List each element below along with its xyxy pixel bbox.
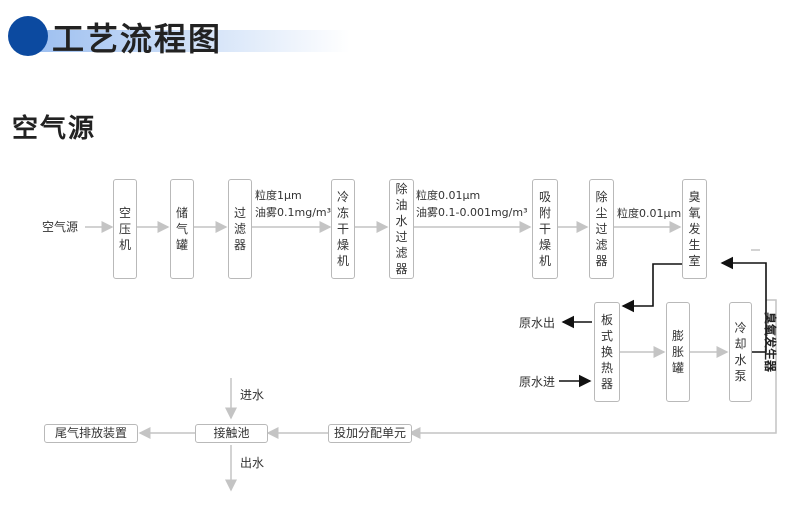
ozone-generator-note: 臭氧发生器 <box>763 312 777 373</box>
dosing-unit-box: 投加分配单元 <box>328 424 412 443</box>
oil-filter-spec-1: 粒度0.01μm <box>416 189 481 202</box>
filter-label: 过滤器 <box>233 206 246 252</box>
tank-label: 储气罐 <box>175 206 188 252</box>
exhaust-device-box: 尾气排放装置 <box>44 424 138 443</box>
compressor-box: 空压机 <box>113 179 137 279</box>
compressor-label: 空压机 <box>118 206 131 252</box>
cold-dryer-box: 冷冻干燥机 <box>331 179 355 279</box>
inlet-water-label: 进水 <box>240 388 265 402</box>
ozone-generator-box: 臭氧发生室 <box>682 179 707 279</box>
filter-spec-2: 油雾0.1mg/m³ <box>255 206 332 219</box>
page-title: 工艺流程图 <box>52 20 223 58</box>
arrow-pump-ozone <box>720 256 767 353</box>
header-band <box>30 30 350 52</box>
expansion-tank-label: 膨胀罐 <box>671 329 684 375</box>
outlet-water-label: 出水 <box>240 456 265 470</box>
ozone-generator-label: 臭氧发生室 <box>688 190 701 268</box>
adsorption-dryer-box: 吸附干燥机 <box>532 179 558 279</box>
oil-filter-label: 除油水过滤器 <box>395 182 408 276</box>
cold-dryer-label: 冷冻干燥机 <box>336 190 349 268</box>
plate-exchanger-box: 板式换热器 <box>594 302 620 402</box>
contact-tank-box: 接触池 <box>195 424 268 443</box>
expansion-tank-box: 膨胀罐 <box>666 302 690 402</box>
filter-spec-1: 粒度1μm <box>255 189 302 202</box>
water-out-label: 原水出 <box>519 316 556 330</box>
contact-tank-label: 接触池 <box>213 426 250 440</box>
water-in-label: 原水进 <box>519 375 556 389</box>
arrow-ozone-dosing <box>408 299 777 439</box>
oil-filter-box: 除油水过滤器 <box>389 179 414 279</box>
plate-exchanger-label: 板式换热器 <box>600 313 613 391</box>
page-header: 工艺流程图 <box>0 0 800 74</box>
exhaust-device-label: 尾气排放装置 <box>54 426 127 440</box>
adsorption-dryer-label: 吸附干燥机 <box>538 190 551 268</box>
dosing-unit-label: 投加分配单元 <box>333 426 406 440</box>
filter-box: 过滤器 <box>228 179 252 279</box>
section-title: 空气源 <box>12 114 97 144</box>
air-source-label: 空气源 <box>42 220 79 234</box>
arrow-ozone-exchanger <box>621 263 683 313</box>
dust-filter-label: 除尘过滤器 <box>595 190 608 268</box>
dust-filter-box: 除尘过滤器 <box>589 179 614 279</box>
header-dot <box>8 16 48 56</box>
cooling-pump-label: 冷却水泵 <box>734 321 747 383</box>
tank-box: 储气罐 <box>170 179 194 279</box>
cooling-pump-box: 冷却水泵 <box>729 302 752 402</box>
dust-filter-spec: 粒度0.01μm <box>617 207 682 220</box>
oil-filter-spec-2: 油雾0.1-0.001mg/m³ <box>416 206 528 219</box>
